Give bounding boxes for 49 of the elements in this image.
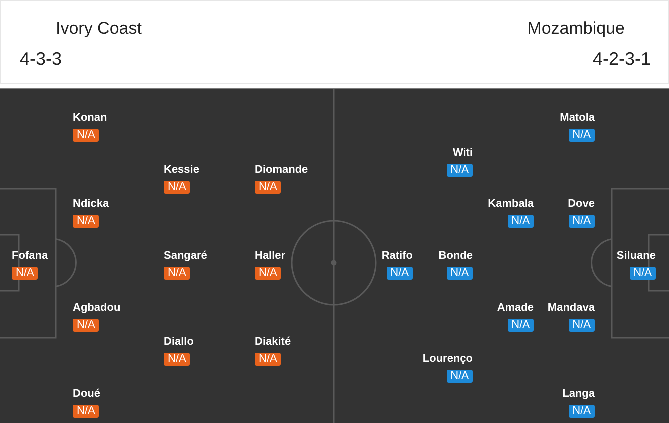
formation-label: 4-2-3-1 xyxy=(592,49,651,69)
player-name: Fofana xyxy=(12,249,48,263)
rating-badge: N/A xyxy=(446,370,473,383)
player-name: Bonde xyxy=(438,249,473,263)
rating-badge: N/A xyxy=(568,405,595,418)
player-name: Kessie xyxy=(164,163,200,177)
rating-badge: N/A xyxy=(446,164,473,177)
rating-badge: N/A xyxy=(386,267,413,280)
player-name: Mandava xyxy=(548,301,595,315)
rating-badge: N/A xyxy=(12,267,38,280)
player-name: Konan xyxy=(73,111,108,125)
formation-label: 4-3-3 xyxy=(20,49,62,69)
rating-badge: N/A xyxy=(446,267,473,280)
player-name: Ratifo xyxy=(382,249,413,263)
rating-badge: N/A xyxy=(73,405,100,418)
rating-badge: N/A xyxy=(73,319,100,332)
rating-badge: N/A xyxy=(568,129,595,142)
player-name: Haller xyxy=(255,249,286,263)
player-name: Matola xyxy=(560,111,595,125)
player-name: Lourenço xyxy=(422,352,473,366)
player-name: Dove xyxy=(568,197,595,211)
player-name: Siluane xyxy=(616,249,656,263)
player-name: Sangaré xyxy=(164,249,208,263)
rating-badge: N/A xyxy=(508,215,534,228)
rating-badge: N/A xyxy=(255,181,282,194)
rating-badge: N/A xyxy=(164,353,190,366)
player-name: Kambala xyxy=(488,197,534,211)
player-name: Amade xyxy=(497,301,534,315)
team-name: Ivory Coast xyxy=(56,19,142,39)
rating-badge: N/A xyxy=(568,215,595,228)
team-header-panel xyxy=(0,0,669,84)
rating-badge: N/A xyxy=(255,353,282,366)
player-name: Diakité xyxy=(255,335,292,349)
rating-badge: N/A xyxy=(255,267,282,280)
rating-badge: N/A xyxy=(73,215,100,228)
player-name: Langa xyxy=(562,387,595,401)
rating-badge: N/A xyxy=(630,267,656,280)
rating-badge: N/A xyxy=(568,319,595,332)
player-name: Ndicka xyxy=(73,197,110,211)
player-name: Diomande xyxy=(255,163,308,177)
player-name: Diallo xyxy=(164,335,194,349)
player-name: Witi xyxy=(452,146,473,160)
rating-badge: N/A xyxy=(164,267,190,280)
rating-badge: N/A xyxy=(164,181,190,194)
player-name: Doué xyxy=(73,387,100,401)
player-name: Agbadou xyxy=(73,301,121,315)
rating-badge: N/A xyxy=(73,129,100,142)
team-name: Mozambique xyxy=(528,19,625,39)
rating-badge: N/A xyxy=(508,319,534,332)
